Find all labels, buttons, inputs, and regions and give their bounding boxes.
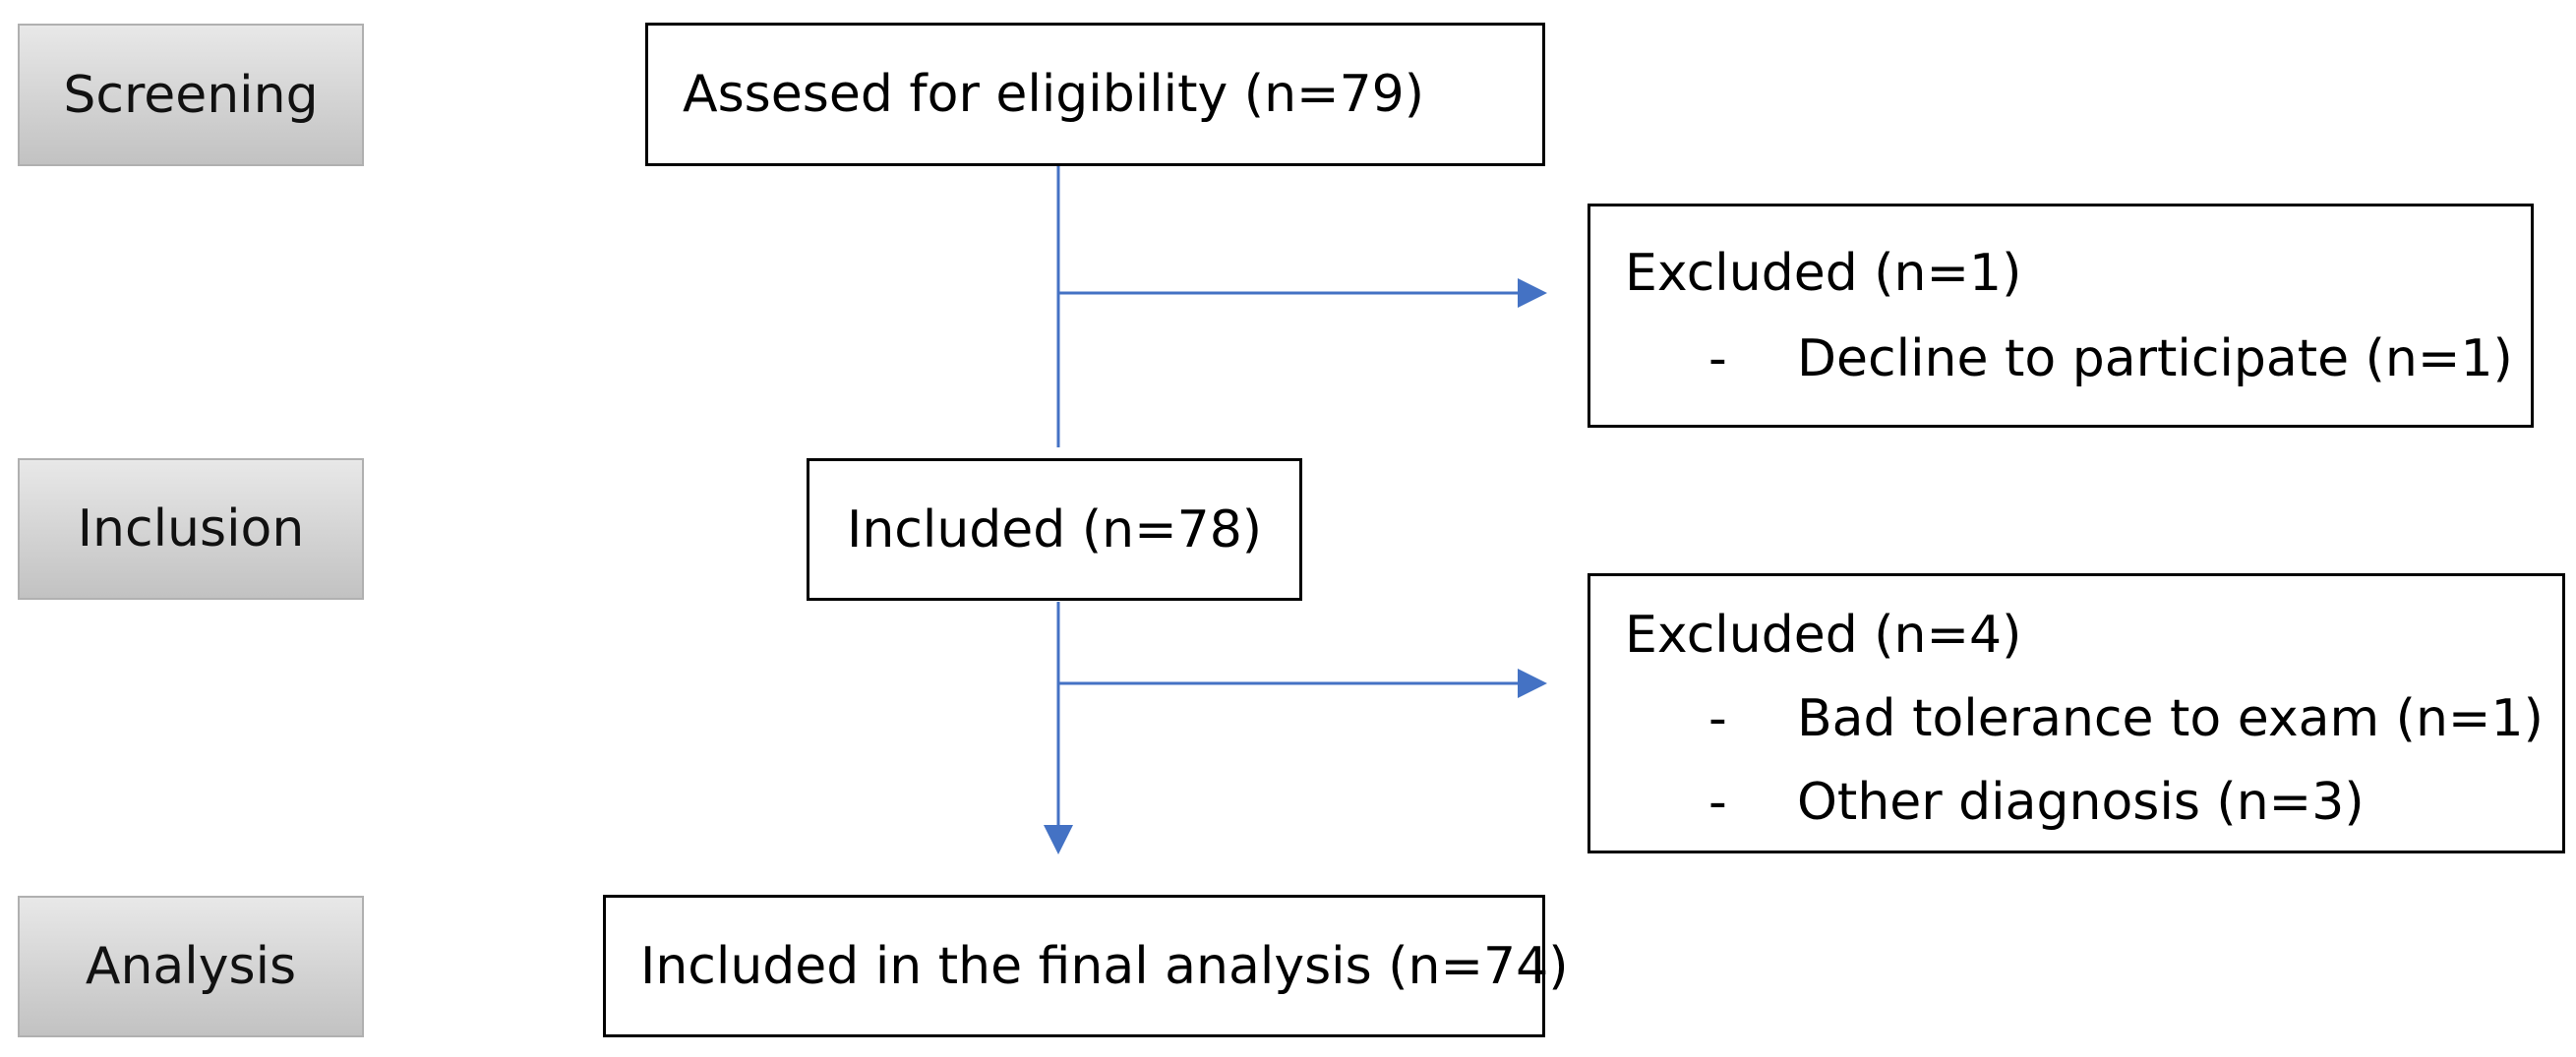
- box-assessed-text: Assesed for eligibility (n=79): [683, 65, 1425, 124]
- box-final-analysis: Included in the final analysis (n=74): [603, 895, 1569, 1037]
- excluded-1-item-text: Decline to participate (n=1): [1797, 329, 2513, 388]
- stage-analysis-label: Analysis: [85, 937, 297, 996]
- list-dash: -: [1708, 773, 1727, 832]
- box-final-analysis-text: Included in the final analysis (n=74): [640, 936, 1569, 996]
- stage-inclusion-label: Inclusion: [77, 499, 305, 558]
- box-excluded-2: Excluded (n=4) - Bad tolerance to exam (…: [1588, 573, 2565, 853]
- box-excluded-1: Excluded (n=1) - Decline to participate …: [1588, 204, 2534, 428]
- excluded-2-item-2-text: Other diagnosis (n=3): [1797, 773, 2365, 832]
- stage-screening: Screening: [18, 24, 364, 166]
- excluded-2-item-1-text: Bad tolerance to exam (n=1): [1797, 689, 2544, 748]
- excluded-1-title: Excluded (n=1): [1625, 244, 2022, 303]
- excluded-2-title: Excluded (n=4): [1625, 606, 2022, 665]
- stage-analysis: Analysis: [18, 896, 364, 1037]
- list-dash: -: [1708, 689, 1727, 748]
- box-included: Included (n=78): [807, 458, 1302, 601]
- stage-screening-label: Screening: [63, 65, 319, 125]
- list-dash: -: [1708, 329, 1727, 388]
- stage-inclusion: Inclusion: [18, 458, 364, 600]
- box-included-text: Included (n=78): [847, 499, 1263, 559]
- box-assessed-for-eligibility: Assesed for eligibility (n=79): [645, 23, 1545, 166]
